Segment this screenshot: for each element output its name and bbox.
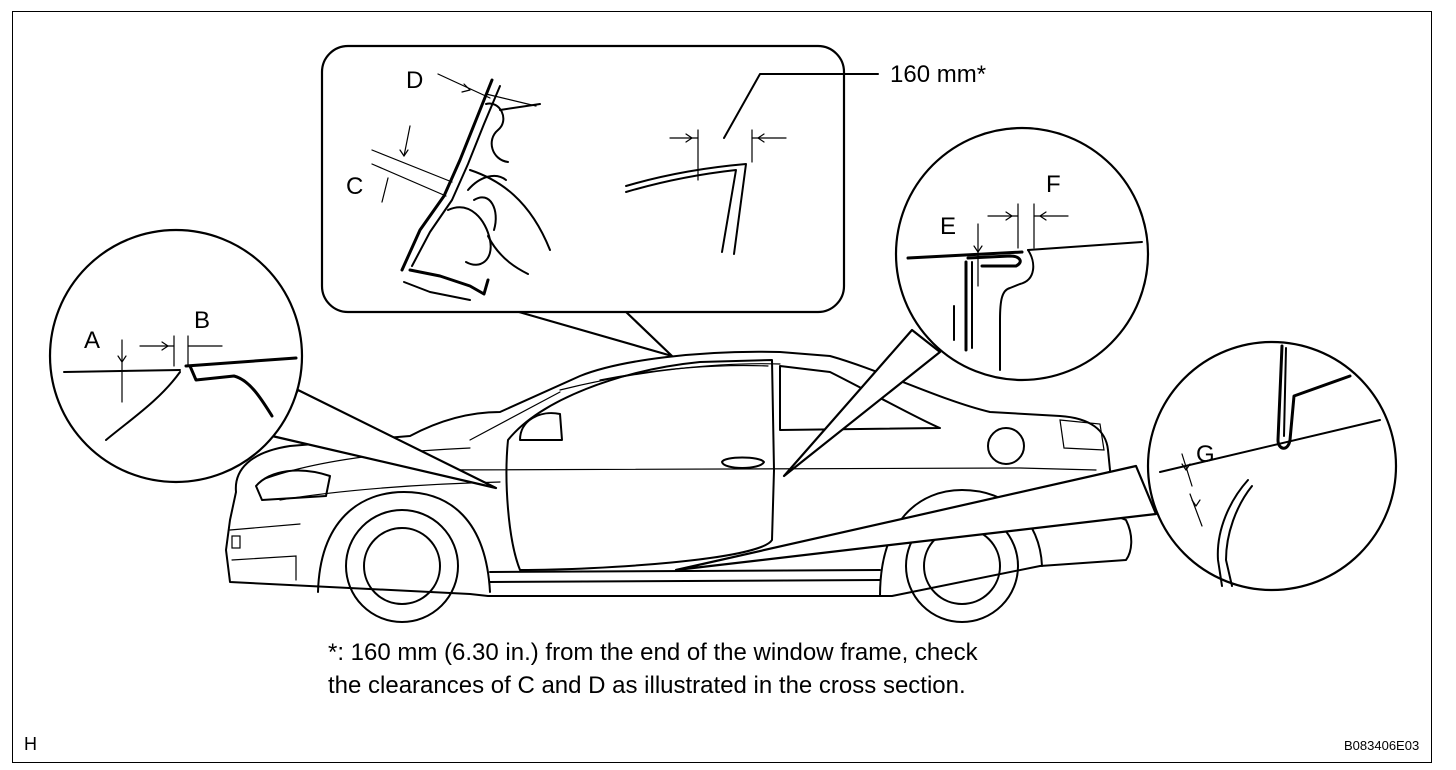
figure-frame <box>12 11 1432 763</box>
front-wheel-arch <box>317 491 491 593</box>
detail-circle-e-f <box>894 126 1150 382</box>
detail-circle-a-b <box>48 228 304 484</box>
label-a: A <box>84 327 100 354</box>
headlight <box>255 469 331 501</box>
door-outline <box>505 359 775 571</box>
side-mirror <box>519 412 563 441</box>
figure-code: B083406E03 <box>1344 738 1420 753</box>
rear-quarter-window <box>779 365 941 431</box>
rocker-panel <box>489 569 881 583</box>
front-wheel <box>345 509 459 623</box>
label-d: D <box>406 67 423 94</box>
door-handle <box>721 456 765 469</box>
detail-circle-g <box>1146 340 1398 592</box>
footnote-line-1: *: 160 mm (6.30 in.) from the end of the… <box>328 639 978 666</box>
label-c: C <box>346 173 363 200</box>
label-f: F <box>1046 171 1061 198</box>
detail-box-c-d <box>320 44 879 314</box>
car-body-outline <box>225 350 1133 597</box>
label-160mm: 160 mm* <box>890 61 986 88</box>
callout-pointers <box>270 308 1158 572</box>
footnote: *: 160 mm (6.30 in.) from the end of the… <box>328 636 978 702</box>
pointer-g <box>674 464 1158 572</box>
pointer-a-b <box>270 388 498 490</box>
label-g: G <box>1196 441 1215 468</box>
fuel-door <box>987 427 1025 465</box>
tail-light <box>1059 419 1105 451</box>
footnote-line-2: the clearances of C and D as illustrated… <box>328 672 966 699</box>
pointer-c-d <box>510 308 674 358</box>
hood-line <box>261 447 471 481</box>
corner-code-left: H <box>24 734 37 754</box>
belt-line <box>429 467 1097 471</box>
car-illustration <box>225 350 1133 623</box>
pointer-e-f <box>782 328 942 478</box>
label-e: E <box>940 213 956 240</box>
label-b: B <box>194 307 210 334</box>
